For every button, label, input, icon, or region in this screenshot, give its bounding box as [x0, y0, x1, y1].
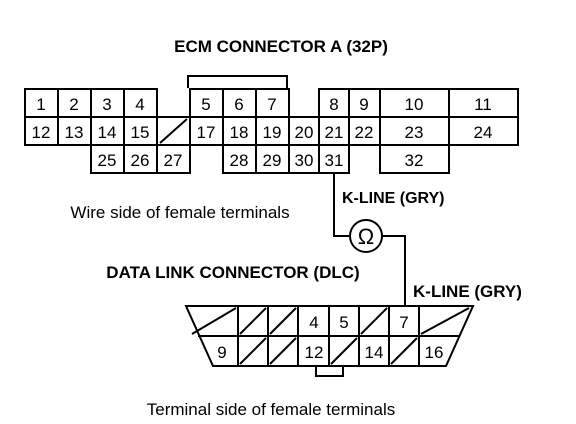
dlc-title: DATA LINK CONNECTOR (DLC) — [106, 263, 359, 282]
dlc-housing — [184, 305, 475, 367]
ecm-pin-31: 31 — [325, 151, 344, 170]
ecm-pin-8: 8 — [329, 95, 338, 114]
dlc-pin-5: 5 — [339, 313, 348, 332]
dlc-pin-16: 16 — [425, 343, 444, 362]
ecm-connector — [24, 75, 519, 174]
ecm-side-label: Wire side of female terminals — [70, 203, 289, 222]
ecm-pin-21: 21 — [325, 123, 344, 142]
k-line-label-dlc: K-LINE (GRY) — [413, 282, 522, 301]
ohmmeter-symbol — [349, 219, 383, 253]
dlc-connector — [184, 305, 475, 377]
ecm-pin-24: 24 — [474, 123, 493, 142]
ecm-pin-32: 32 — [405, 151, 424, 170]
ecm-pin-17: 17 — [197, 123, 216, 142]
ecm-pin-22: 22 — [355, 123, 374, 142]
ecm-pin-1: 1 — [36, 95, 45, 114]
ecm-pin-20: 20 — [295, 123, 314, 142]
ecm-pin-15: 15 — [131, 123, 150, 142]
ecm-pin-12: 12 — [32, 123, 51, 142]
ecm-pin-3: 3 — [102, 95, 111, 114]
dlc-pin-9: 9 — [217, 343, 226, 362]
ecm-pin-27: 27 — [164, 151, 183, 170]
ecm-pin-11: 11 — [474, 95, 492, 114]
dlc-pin-4: 4 — [309, 313, 318, 332]
ecm-pin-7: 7 — [267, 95, 276, 114]
dlc-pin-labels: 4 5 7 9 12 14 16 — [217, 313, 443, 362]
ecm-pin-18: 18 — [230, 123, 249, 142]
k-line-wire-dlc — [383, 235, 406, 306]
ecm-pin-9: 9 — [359, 95, 368, 114]
ecm-pin-13: 13 — [65, 123, 84, 142]
ecm-pin-10: 10 — [405, 95, 424, 114]
ecm-pin-29: 29 — [263, 151, 282, 170]
k-line-wiring — [333, 173, 406, 306]
dlc-bottom-tab — [315, 366, 344, 377]
ecm-pin-30: 30 — [295, 151, 314, 170]
ecm-pin-14: 14 — [98, 123, 117, 142]
ecm-pin-23: 23 — [405, 123, 424, 142]
ecm-middle-row2 — [189, 116, 381, 146]
ecm-pin-25: 25 — [98, 151, 117, 170]
dlc-pin-7: 7 — [399, 313, 408, 332]
ecm-pin-6: 6 — [234, 95, 243, 114]
k-line-wire-ecm — [333, 173, 349, 237]
dlc-pin-12: 12 — [305, 343, 324, 362]
ecm-pin-5: 5 — [201, 95, 210, 114]
ecm-pin-2: 2 — [69, 95, 78, 114]
ecm-pin-19: 19 — [263, 123, 282, 142]
ecm-lock-tab — [187, 75, 288, 88]
ohm-icon: Ω — [358, 224, 374, 249]
k-line-label-ecm: K-LINE (GRY) — [342, 190, 445, 207]
ecm-pin-labels: 1 2 3 4 5 6 7 8 9 10 11 12 13 14 15 17 1… — [32, 95, 493, 170]
dlc-pin-14: 14 — [365, 343, 384, 362]
dlc-side-label: Terminal side of female terminals — [147, 400, 395, 419]
ecm-pin-28: 28 — [230, 151, 249, 170]
ecm-connector-title: ECM CONNECTOR A (32P) — [174, 37, 388, 56]
ecm-pin-4: 4 — [135, 95, 144, 114]
ecm-pin-26: 26 — [131, 151, 150, 170]
